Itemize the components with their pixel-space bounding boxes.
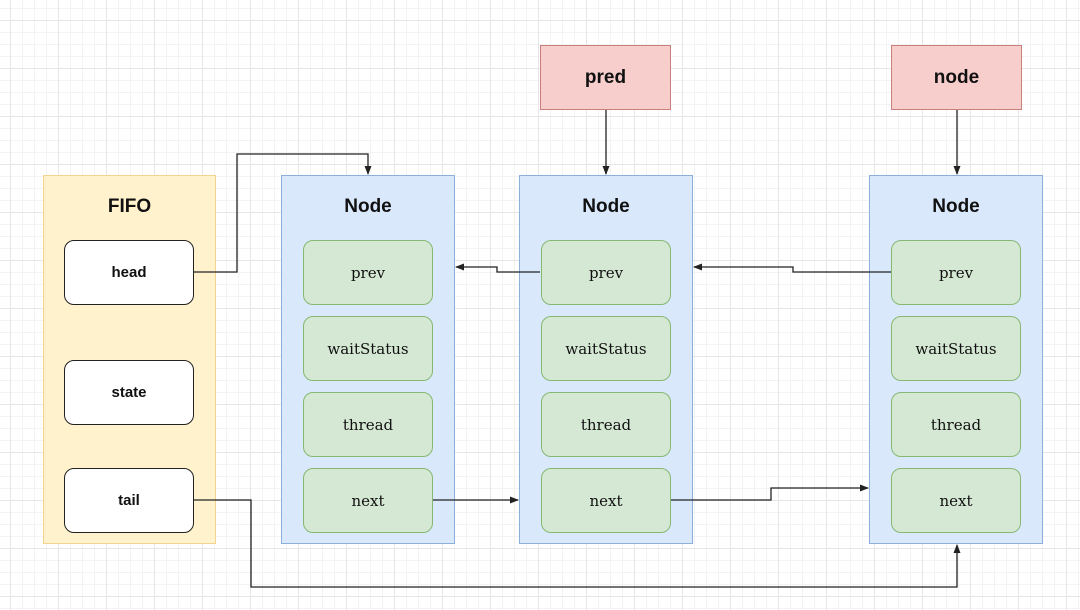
- fifo-head-field: head: [64, 240, 194, 305]
- node-2-next: next: [541, 468, 671, 533]
- node-1-waitstatus: waitStatus: [303, 316, 433, 381]
- node-2: Node prev waitStatus thread next: [519, 175, 693, 544]
- node-1: Node prev waitStatus thread next: [281, 175, 455, 544]
- node3-prev-edge: [693, 263, 891, 273]
- node-pointer: node: [891, 45, 1022, 110]
- node-3-prev: prev: [891, 240, 1021, 305]
- node-2-waitstatus: waitStatus: [541, 316, 671, 381]
- node-2-thread: thread: [541, 392, 671, 457]
- node2-prev-edge: [455, 263, 540, 273]
- fifo-title: FIFO: [107, 196, 152, 217]
- node-1-thread: thread: [303, 392, 433, 457]
- fifo-tail-field: tail: [64, 468, 194, 533]
- node-3-waitstatus: waitStatus: [891, 316, 1021, 381]
- node2-next-edge: [671, 484, 869, 501]
- node-2-prev: prev: [541, 240, 671, 305]
- fifo-container: FIFO head state tail: [43, 175, 216, 544]
- node-1-prev: prev: [303, 240, 433, 305]
- node-3-title: Node: [932, 196, 980, 217]
- node-3-thread: thread: [891, 392, 1021, 457]
- fifo-state-field: state: [64, 360, 194, 425]
- node-1-next: next: [303, 468, 433, 533]
- node-3: Node prev waitStatus thread next: [869, 175, 1043, 544]
- head-to-node1-edge: [194, 153, 372, 273]
- node-2-title: Node: [582, 196, 630, 217]
- tail-to-node3-edge: [194, 499, 961, 588]
- node-1-title: Node: [344, 196, 392, 217]
- pred-pointer: pred: [540, 45, 671, 110]
- node-3-next: next: [891, 468, 1021, 533]
